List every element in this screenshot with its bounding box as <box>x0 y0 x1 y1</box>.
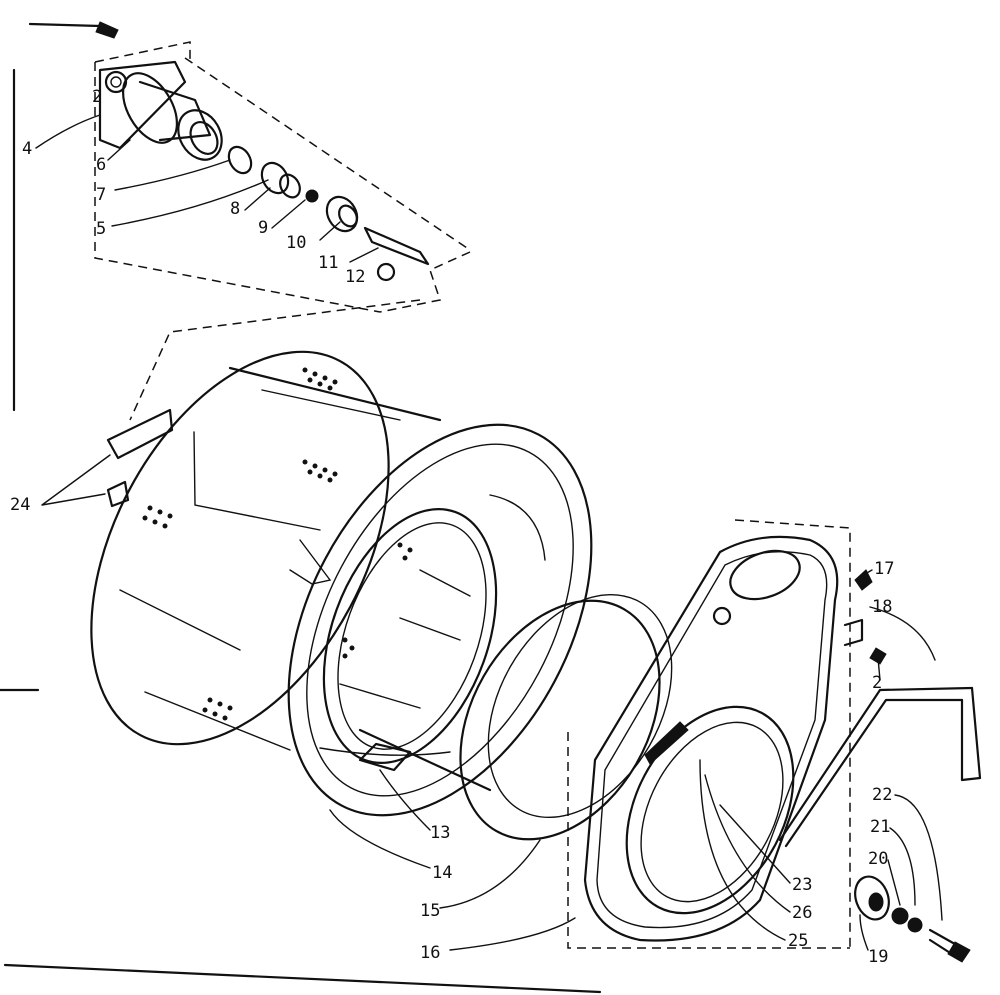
label-20: 20 <box>868 849 888 869</box>
washer-part-20 <box>891 907 909 925</box>
label-23: 23 <box>792 875 812 895</box>
label-8: 8 <box>230 199 240 219</box>
screw-part-2-right <box>869 647 887 665</box>
label-14: 14 <box>432 863 452 883</box>
roller-part-19 <box>854 875 890 921</box>
label-17: 17 <box>874 559 894 579</box>
shaft-parts <box>227 145 430 282</box>
bearing-housing <box>98 60 223 161</box>
part-labels: 2 4 6 7 5 8 9 10 11 12 24 13 14 15 16 17… <box>10 87 894 967</box>
washer-part-21 <box>907 917 923 933</box>
bulkhead-detail-box <box>567 519 851 949</box>
label-19: 19 <box>868 947 888 967</box>
label-2-right: 2 <box>872 673 882 693</box>
screw-part-17 <box>854 569 873 591</box>
lower-leaders <box>41 454 943 951</box>
front-bulkhead <box>583 535 839 942</box>
clip-part-18 <box>843 618 864 647</box>
label-2-top: 2 <box>92 87 102 107</box>
drum <box>90 350 593 817</box>
label-16: 16 <box>420 943 440 963</box>
label-21: 21 <box>870 817 890 837</box>
label-10: 10 <box>286 233 306 253</box>
label-5: 5 <box>96 219 106 239</box>
label-11: 11 <box>318 253 338 273</box>
label-6: 6 <box>96 155 106 175</box>
top-leaders <box>35 114 379 263</box>
label-13: 13 <box>430 823 450 843</box>
label-4: 4 <box>22 139 32 159</box>
label-26: 26 <box>792 903 812 923</box>
bolt-part-22 <box>928 928 971 963</box>
label-7: 7 <box>96 185 106 205</box>
label-9: 9 <box>258 218 268 238</box>
label-12: 12 <box>345 267 365 287</box>
screw-part-2-top <box>28 21 119 39</box>
bottom-rule <box>3 963 602 994</box>
drum-perforations <box>142 367 413 721</box>
bearing-detail-box <box>94 41 471 421</box>
label-22: 22 <box>872 785 892 805</box>
label-25: 25 <box>788 931 808 951</box>
label-24: 24 <box>10 495 30 515</box>
support-rod <box>778 686 982 848</box>
label-15: 15 <box>420 901 440 921</box>
drum-seal <box>459 593 673 841</box>
label-18: 18 <box>872 597 892 617</box>
bracket-part-24 <box>106 408 174 508</box>
